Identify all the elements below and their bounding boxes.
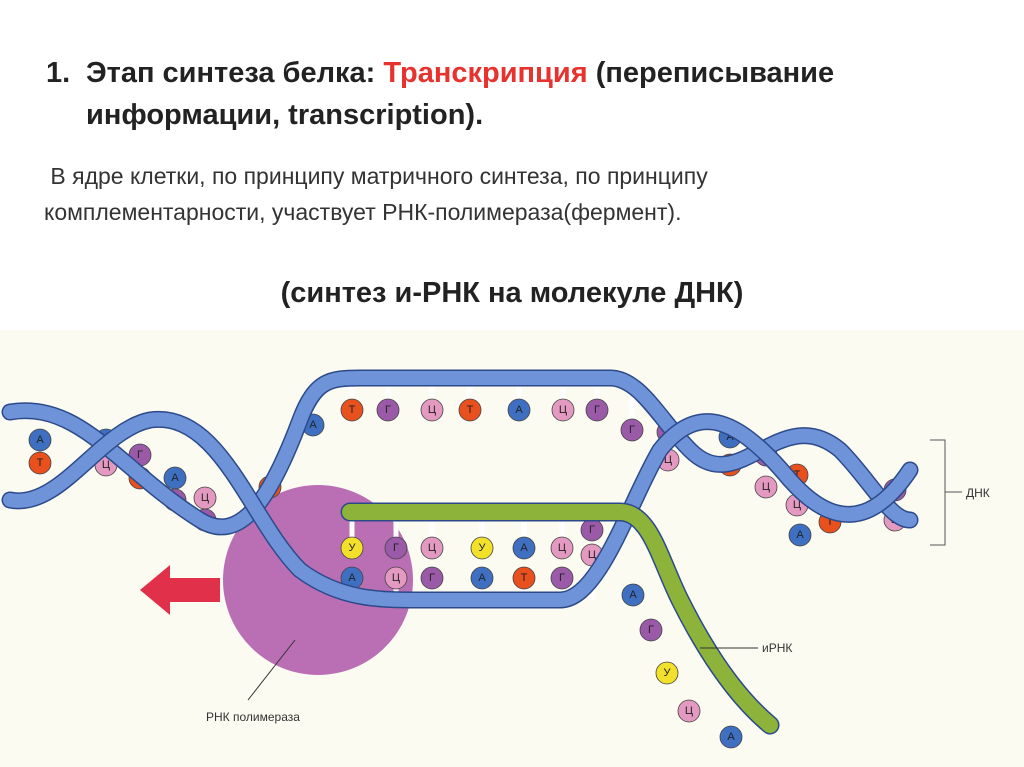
left-helix-base-letter: А [36,434,44,446]
coding-base-letter: Г [385,404,391,416]
coding-base [620,418,644,442]
heading-prefix: Этап синтеза белка: [86,57,384,89]
heading-suffix: (переписывание информации, transcription… [86,57,835,131]
mrna-strand [342,504,778,733]
subtitle: (синтез и-РНК на молекуле ДНК) [280,277,744,309]
mrna-tail-base [621,583,645,607]
right-helix-base-letter: Ц [664,454,672,466]
coding-base [420,398,444,422]
dna-bracket [930,439,962,546]
mrna-base [470,536,494,560]
template-base-letter: А [478,572,486,584]
mrna-tail-base [719,725,743,749]
coding-base-letter: Г [594,404,600,416]
coding-base-letter: Т [349,404,356,416]
mrna-base [512,536,536,560]
mrna-tail-base-letter: А [629,589,637,601]
mrna-base-letter: У [479,542,487,554]
mrna-base [340,536,364,560]
coding-base-letter: А [515,404,523,416]
left-helix-base-letter: А [171,472,179,484]
mrna-tail-base [677,699,701,723]
mrna-base-letter: А [520,542,528,554]
polymerase-pointer [247,639,296,701]
dna-template-strand [3,412,917,607]
right-helix-base [754,475,778,499]
template-base-letter: Ц [588,549,596,561]
template-base-letter: Г [559,572,565,584]
right-helix-base-letter: Ц [793,499,801,511]
left-helix-base-letter: Т [37,457,44,469]
mrna-base-letter: Г [589,524,595,536]
template-base [550,566,574,590]
coding-base [458,398,482,422]
coding-base-letter: Г [629,424,635,436]
mrna-tail-base-letter: Ц [685,705,693,717]
polymerase-label: РНК полимераза [206,710,300,724]
heading-highlight: Транскрипция [383,57,588,89]
mrna-base [550,536,574,560]
template-base [384,566,408,590]
coding-base [551,398,575,422]
coding-base [376,398,400,422]
coding-base-letter: Ц [559,404,567,416]
right-helix-base-letter: А [796,529,804,541]
left-helix-base [28,451,52,475]
mrna-tail-base [639,618,663,642]
coding-base [507,398,531,422]
left-helix-base [28,428,52,452]
right-helix-base-letter: А [726,431,734,443]
right-helix-base-letter: Т [794,469,801,481]
template-base-letter: Т [521,572,528,584]
template-base-letter: Ц [392,572,400,584]
mrna-base [420,536,444,560]
template-base-letter: Г [429,572,435,584]
body-line-1: В ядре клетки, по принципу матричного си… [44,163,708,189]
diagram-background [0,330,1024,767]
mrna-base-letter: У [349,542,357,554]
direction-arrow-icon [140,565,220,615]
mrna-label: иРНК [762,641,792,655]
mrna-base [384,536,408,560]
left-helix-base-letter: Ц [102,459,110,471]
template-base [420,566,444,590]
coding-base-letter: А [309,419,317,431]
mrna-tail-base-letter: Г [648,624,654,636]
dna-label: ДНК [966,486,990,500]
mrna-base-letter: Г [393,542,399,554]
left-helix-base-letter: Г [137,449,143,461]
right-helix-base-letter: Ц [762,481,770,493]
mrna-base-letter: Ц [558,542,566,554]
mrna-tail-base [655,661,679,685]
mrna-base-letter: Ц [428,542,436,554]
template-base-letter: А [348,572,356,584]
mrna-tail-base-letter: У [664,667,672,679]
coding-base [585,398,609,422]
template-base [512,566,536,590]
mrna-tail-base-letter: А [727,731,735,743]
right-helix-base-letter: Т [827,516,834,528]
coding-base-letter: Т [467,404,474,416]
coding-base-letter: Ц [428,404,436,416]
body-line-2: комплементарности, участвует РНК-полимер… [44,199,682,225]
template-base [470,566,494,590]
left-helix-base-letter: Ц [201,492,209,504]
right-helix-base [788,523,812,547]
dna-coding-strand [3,371,917,534]
coding-base [340,398,364,422]
heading: 1. Этап синтеза белка: Транскрипция (пер… [46,52,1006,136]
heading-number: 1. [46,57,71,89]
body-text: В ядре клетки, по принципу матричного си… [44,158,1004,230]
